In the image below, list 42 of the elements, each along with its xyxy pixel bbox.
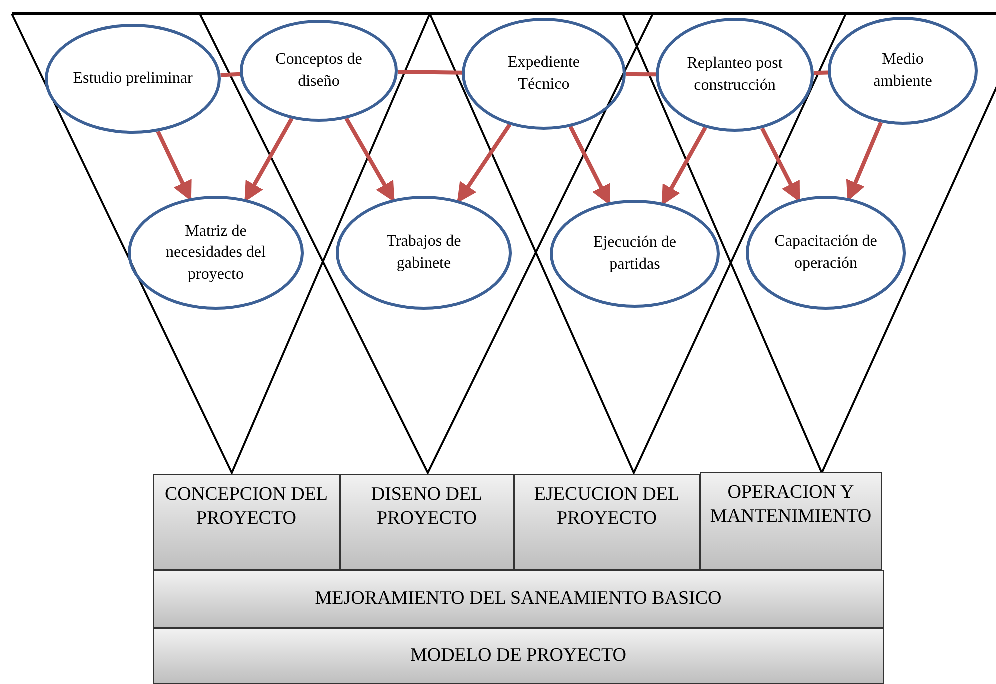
base-band bbox=[153, 570, 884, 628]
arrow bbox=[760, 128, 800, 202]
arrow bbox=[156, 130, 192, 202]
node-text: Medio ambiente bbox=[872, 50, 934, 92]
arrow bbox=[568, 126, 611, 206]
connector-line bbox=[626, 72, 656, 77]
process-ellipse bbox=[128, 196, 304, 310]
node-text: EJECUCION DEL PROYECTO bbox=[533, 483, 681, 530]
connector-line bbox=[220, 72, 240, 78]
process-ellipse bbox=[240, 20, 398, 122]
stage-box bbox=[700, 472, 882, 570]
arrow bbox=[846, 122, 883, 202]
process-ellipse bbox=[656, 18, 814, 132]
connector-line bbox=[398, 70, 462, 75]
node-text: OPERACION Y MANTENIMIENTO bbox=[709, 481, 873, 528]
process-ellipse bbox=[336, 196, 512, 310]
node-text: Replanteo post construcción bbox=[686, 54, 784, 96]
arrow bbox=[244, 118, 294, 202]
process-ellipse bbox=[550, 200, 720, 308]
connector-line bbox=[814, 70, 828, 76]
stage-box bbox=[514, 474, 700, 570]
node-text: DISENO DEL PROYECTO bbox=[370, 483, 484, 530]
node-text: Conceptos de diseño bbox=[274, 50, 364, 92]
process-ellipse bbox=[45, 24, 221, 134]
process-ellipse bbox=[828, 17, 978, 125]
stage-box bbox=[153, 474, 340, 570]
stage-box bbox=[340, 474, 514, 570]
node-text: MODELO DE PROYECTO bbox=[410, 644, 627, 668]
arrow bbox=[457, 124, 512, 204]
node-text: CONCEPCION DEL PROYECTO bbox=[164, 483, 330, 530]
node-text: Matriz de necesidades del proyecto bbox=[165, 222, 267, 285]
process-ellipse bbox=[746, 196, 906, 310]
node-text: Expediente Técnico bbox=[507, 53, 581, 95]
node-text: Estudio preliminar bbox=[73, 69, 193, 90]
base-band bbox=[153, 628, 884, 684]
node-text: Capacitación de operación bbox=[774, 232, 878, 274]
node-text: MEJORAMIENTO DEL SANEAMIENTO BASICO bbox=[315, 586, 722, 611]
arrow bbox=[662, 126, 708, 206]
process-ellipse bbox=[462, 18, 626, 130]
node-text: Trabajos de gabinete bbox=[386, 232, 462, 274]
node-text: Ejecución de partidas bbox=[592, 233, 678, 275]
arrow bbox=[344, 118, 395, 202]
